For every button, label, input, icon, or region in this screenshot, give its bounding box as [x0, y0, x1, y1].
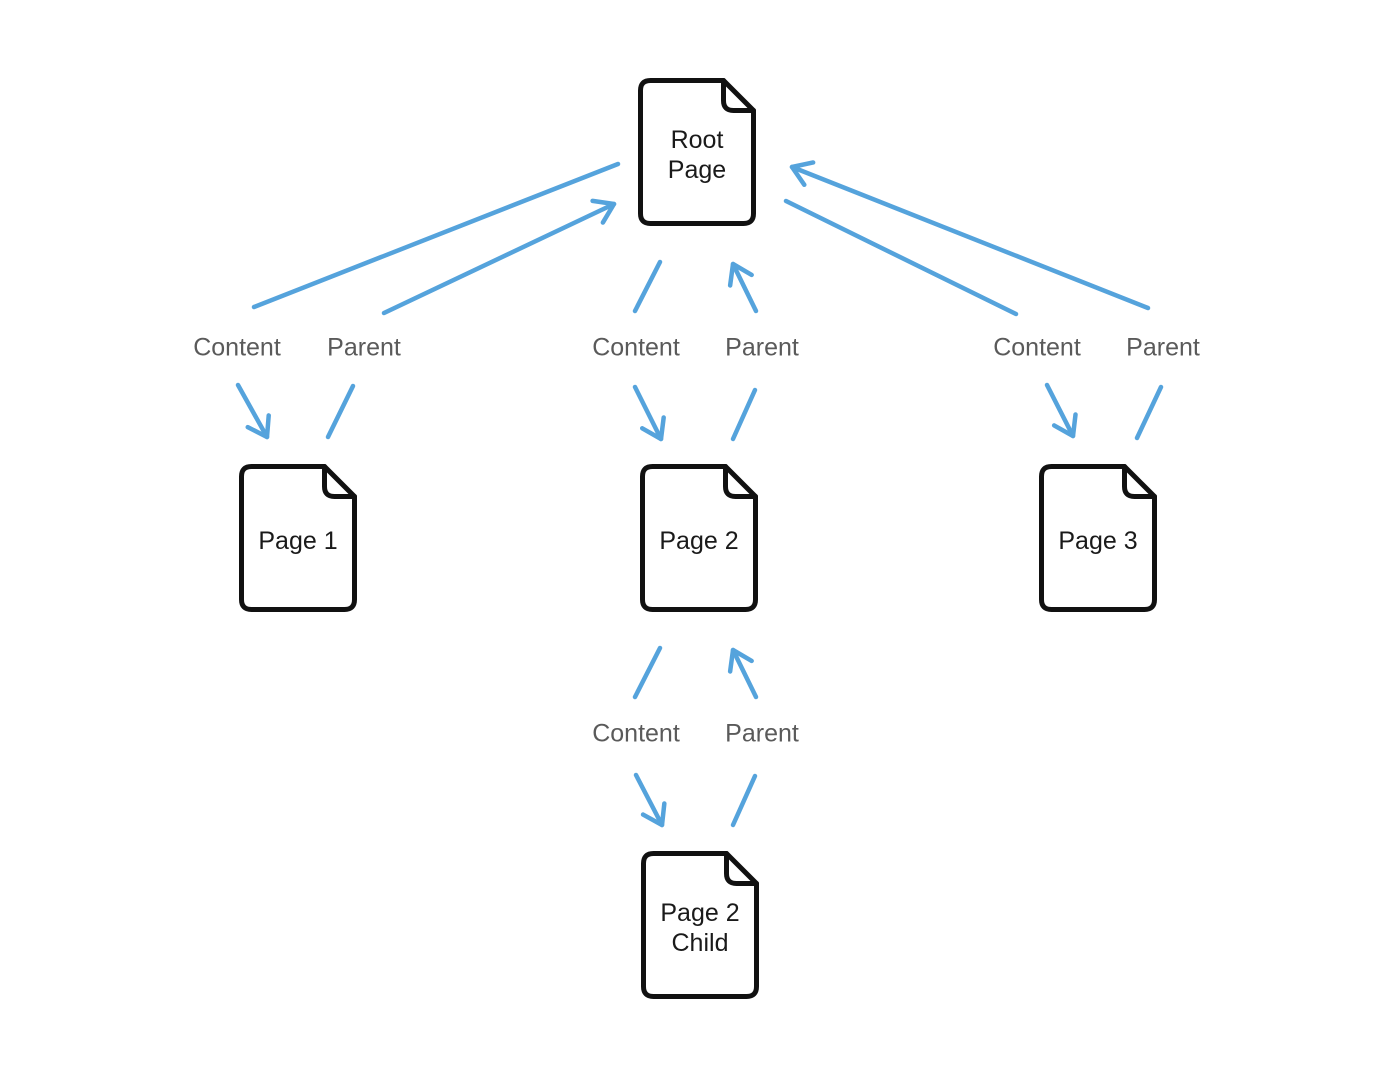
content-arrow-root-to-page2: [632, 259, 666, 442]
arrow-segment-with-head: [381, 198, 617, 316]
edge-label-center-parent: Parent: [725, 333, 799, 362]
node-label-line: Page 3: [1058, 527, 1138, 555]
document-icon: [239, 464, 357, 612]
parent-arrow-page2-to-root: [727, 261, 759, 442]
arrow-segment-with-head: [727, 261, 759, 314]
edge-label-bottom-content: Content: [592, 719, 680, 748]
edge-label-left-parent: Parent: [327, 333, 401, 362]
edge-label-center-content: Content: [592, 333, 680, 362]
document-icon: [640, 464, 758, 612]
document-icon: [1039, 464, 1157, 612]
parent-arrow-page1-to-root: [325, 198, 617, 440]
node-label-line: Page 2: [659, 527, 739, 555]
arrow-segment-with-head: [235, 382, 271, 440]
arrow-segment: [730, 773, 758, 828]
node-label-root-page: Root Page: [638, 78, 756, 226]
node-label-page-2: Page 2: [640, 464, 758, 612]
node-root-page: Root Page: [638, 78, 756, 226]
node-page-2-child: Page 2 Child: [641, 851, 759, 999]
arrow-segment: [783, 198, 1019, 317]
arrow-segment: [632, 259, 663, 314]
parent-arrow-child-to-page2: [727, 647, 759, 828]
arrow-segment-with-head: [1044, 382, 1078, 439]
content-arrow-page2-to-child: [632, 645, 667, 828]
node-label-page-2-child: Page 2 Child: [641, 851, 759, 999]
node-label-page-1: Page 1: [239, 464, 357, 612]
node-page-1: Page 1: [239, 464, 357, 612]
arrow-segment: [730, 387, 758, 442]
edge-label-right-content: Content: [993, 333, 1081, 362]
arrow-segment: [632, 645, 663, 700]
content-arrow-root-to-page1: [235, 161, 621, 440]
edge-label-bottom-parent: Parent: [725, 719, 799, 748]
node-label-line: Page 2: [660, 899, 740, 927]
arrow-segment: [325, 383, 356, 440]
document-icon: [641, 851, 759, 999]
node-label-line: Page: [667, 156, 727, 184]
arrow-segment: [251, 161, 621, 310]
node-label-line: Root: [670, 126, 724, 154]
arrow-segment-with-head: [633, 772, 667, 828]
edge-label-right-parent: Parent: [1126, 333, 1200, 362]
document-icon: [638, 78, 756, 226]
node-label-line: Child: [671, 929, 729, 957]
node-page-2: Page 2: [640, 464, 758, 612]
content-arrow-root-to-page3: [783, 198, 1078, 439]
arrow-segment-with-head: [789, 160, 1151, 311]
node-label-line: Page 1: [258, 527, 338, 555]
arrow-segment: [1134, 384, 1164, 441]
arrow-segment-with-head: [632, 384, 666, 442]
arrow-segment-with-head: [727, 647, 759, 700]
node-page-3: Page 3: [1039, 464, 1157, 612]
node-label-page-3: Page 3: [1039, 464, 1157, 612]
parent-arrow-page3-to-root: [789, 160, 1164, 441]
edge-label-left-content: Content: [193, 333, 281, 362]
